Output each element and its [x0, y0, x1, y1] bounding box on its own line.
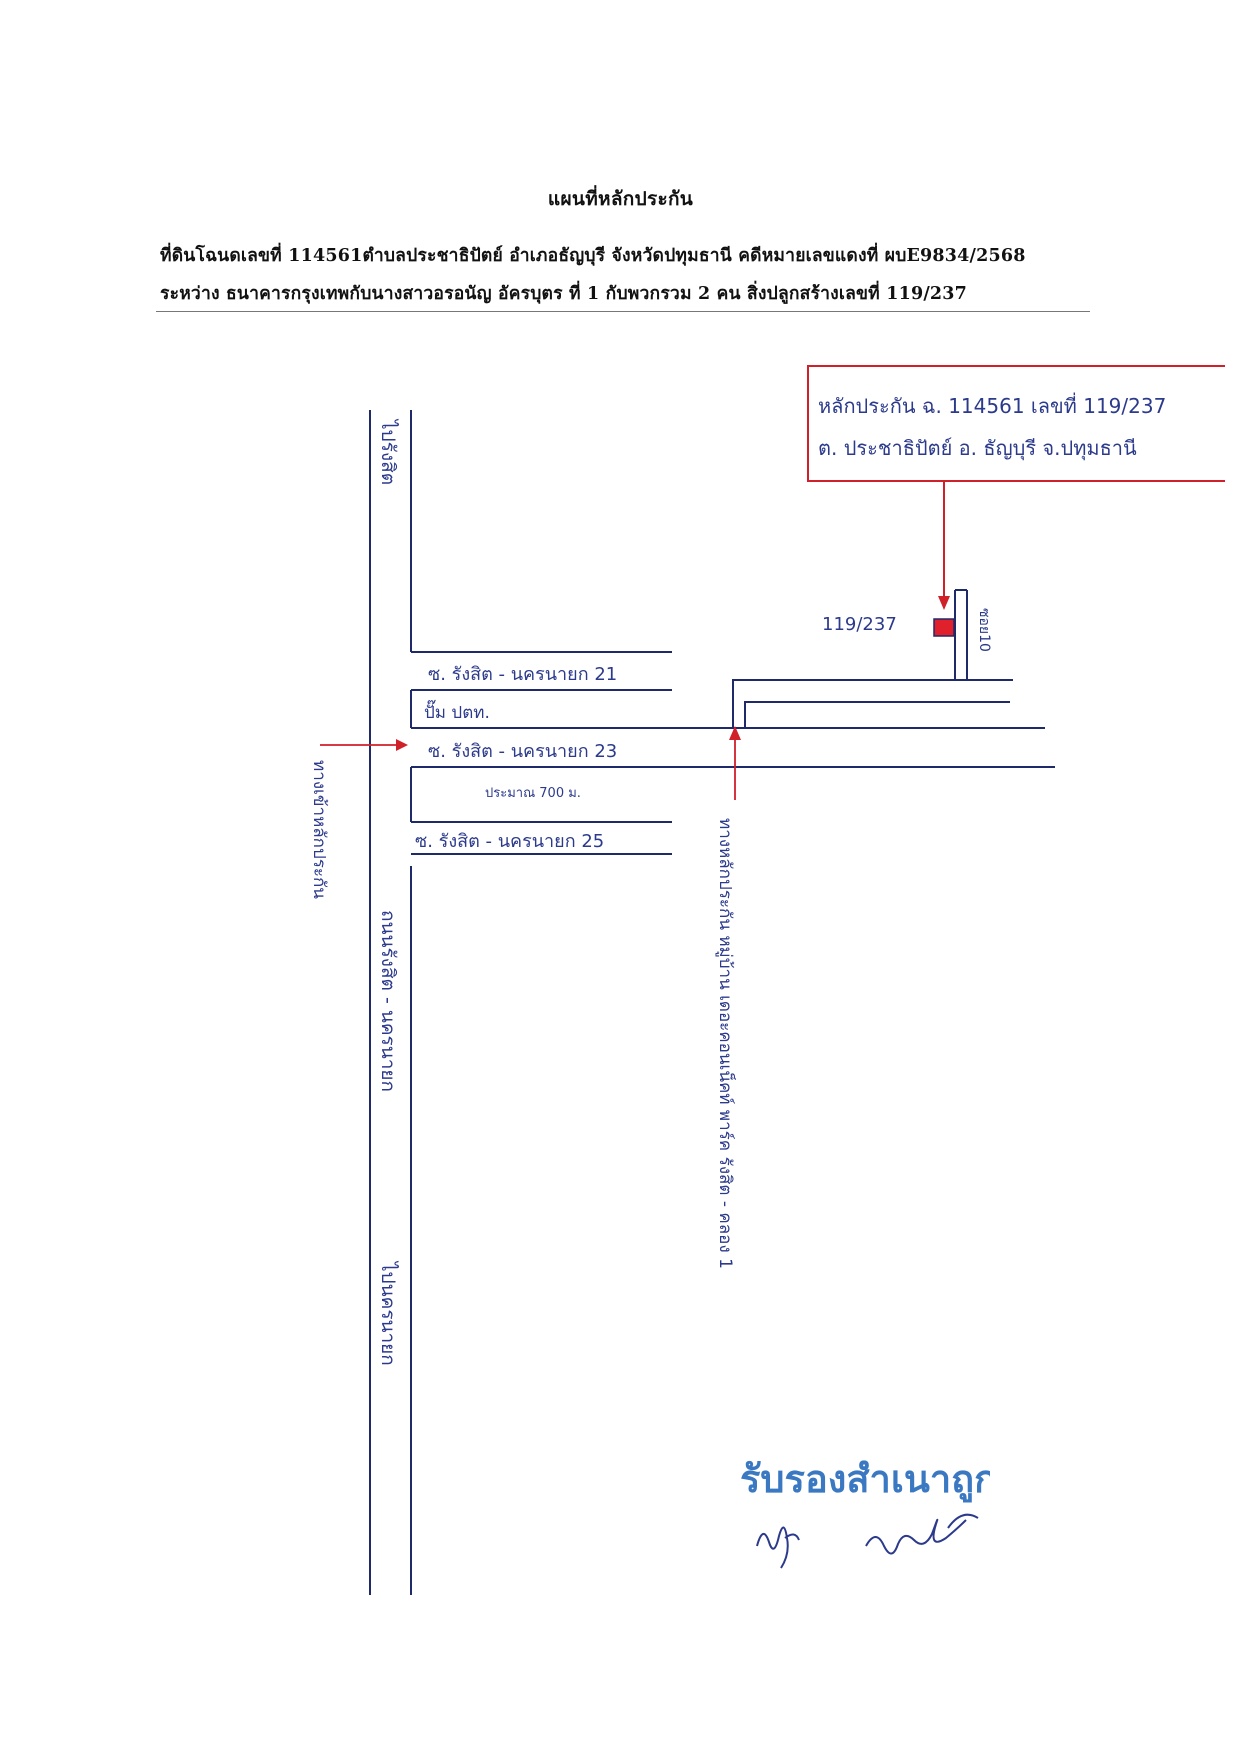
page-title: แผนที่หลักประกัน [547, 188, 694, 210]
soi-21-label: ซ. รังสิต - นครนายก 21 [428, 664, 617, 685]
callout-text-line-2: ต. ประชาธิปัตย์ อ. ธัญบุรี จ.ปทุมธานี [818, 436, 1137, 461]
header-line-1: ที่ดินโฉนดเลขที่ 114561ตำบลประชาธิปัตย์ … [160, 246, 1026, 266]
callout-text-line-1: หลักประกัน ฉ. 114561 เลขที่ 119/237 [818, 392, 1166, 418]
pump-label: ปั๊ม ปตท. [424, 699, 490, 723]
signature-right [865, 1513, 979, 1555]
main-road-top-label: ไปรังสิต [377, 418, 399, 485]
header-divider [156, 311, 1090, 312]
soi-23-label: ซ. รังสิต - นครนายก 23 [428, 741, 617, 762]
signature-left [756, 1526, 800, 1569]
distance-label: ประมาณ 700 ม. [485, 786, 581, 801]
entry-note-label: ทางเข้าหลักประกัน [309, 760, 329, 899]
soi-10-label: ซอย10 [976, 608, 992, 652]
collateral-marker [933, 618, 955, 637]
main-road-bottom-label: ไปนครนายก [377, 1260, 399, 1366]
entry-arrow-head [396, 739, 408, 751]
main-road-name-label: ถนนรังสิต - นครนายก [377, 910, 399, 1092]
village-road-inner [744, 701, 1010, 728]
village-road-outer [732, 679, 1013, 728]
soi-25-label: ซ. รังสิต - นครนายก 25 [415, 831, 604, 852]
callout-pointer-arrow [938, 596, 950, 610]
village-arrow-head [729, 726, 741, 740]
callout-box [807, 365, 1225, 482]
house-number-label: 119/237 [822, 614, 897, 635]
header-line-2: ระหว่าง ธนาคารกรุงเทพกับนางสาวอรอนัญ อัค… [160, 284, 968, 304]
village-note-label: ทางหลักประกัน หมู่บ้าน เดอะคอนเน็คท์ พาร… [715, 818, 737, 1269]
certification-stamp: รับรองสำเนาถูกต้อง [740, 1457, 990, 1501]
